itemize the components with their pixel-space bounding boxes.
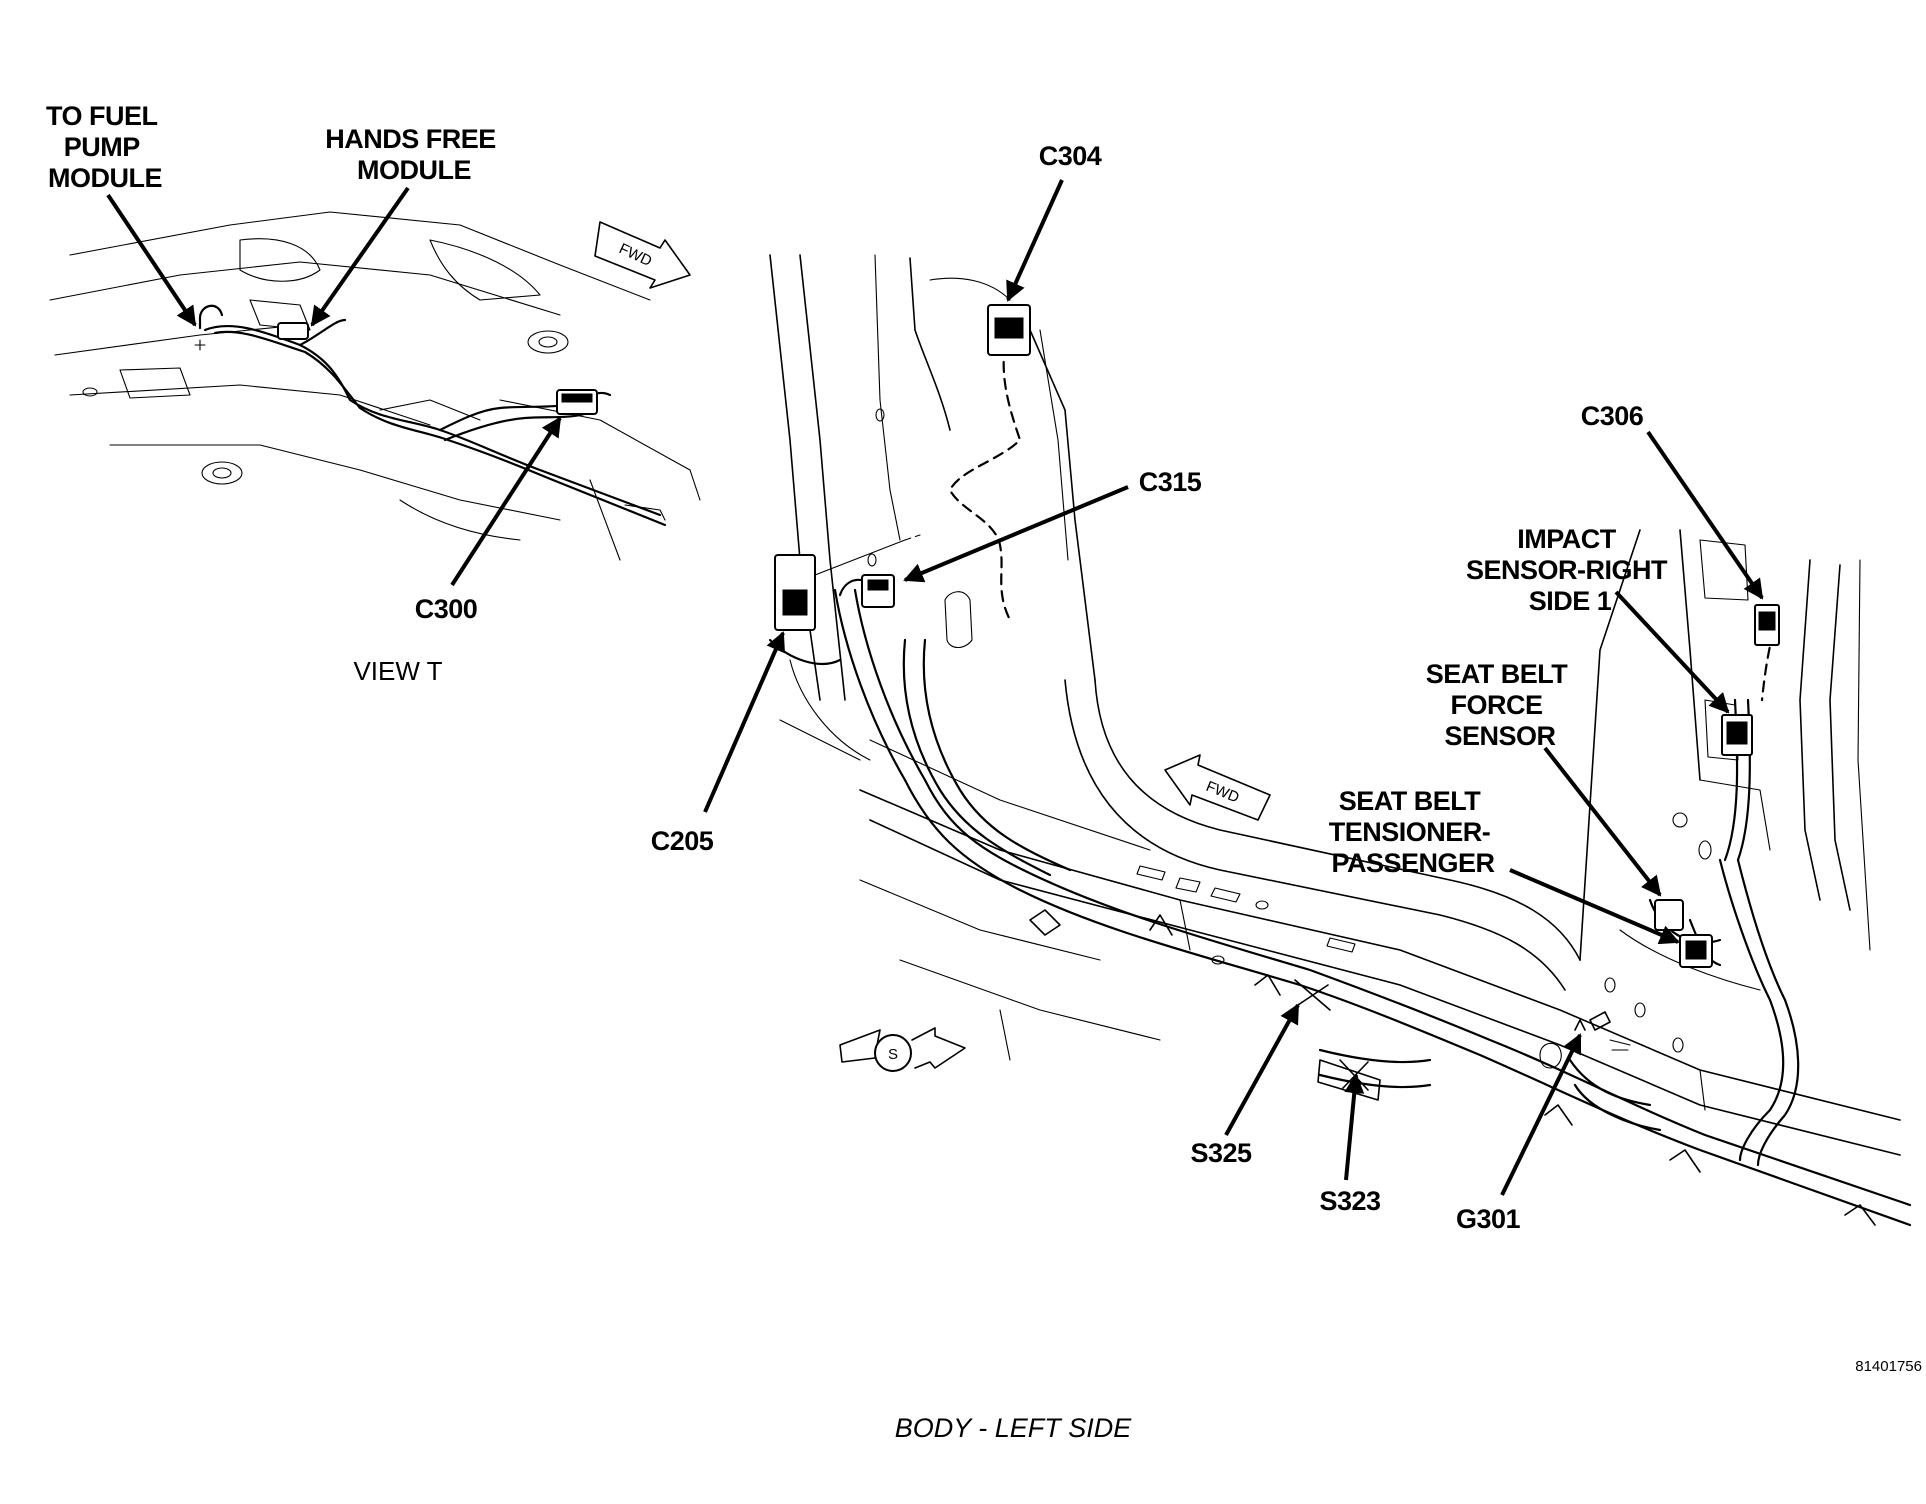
svg-text:S: S xyxy=(888,1046,898,1063)
label-impact-sensor-right-side-1: IMPACT SENSOR-RIGHT SIDE 1 xyxy=(1466,524,1674,616)
label-s325: S325 xyxy=(1190,1138,1252,1168)
hands-free-module-connector xyxy=(277,322,309,340)
label-to-fuel-pump-module: TO FUEL PUMP MODULE xyxy=(46,101,164,193)
svg-text:FWD: FWD xyxy=(616,240,654,270)
fwd-arrow-view-t: FWD xyxy=(594,221,691,289)
label-c306: C306 xyxy=(1581,401,1644,431)
label-c304: C304 xyxy=(1039,141,1102,171)
view-t-floor-pan xyxy=(49,211,701,561)
label-view-t: VIEW T xyxy=(353,656,442,686)
label-c300: C300 xyxy=(415,594,478,624)
s-direction-marker: S xyxy=(839,1027,966,1072)
diagram-caption: BODY - LEFT SIDE xyxy=(895,1413,1133,1443)
label-s323: S323 xyxy=(1319,1186,1381,1216)
leader-arrows xyxy=(106,179,1764,1196)
label-c315: C315 xyxy=(1139,467,1202,497)
body-left-side-view xyxy=(768,254,1912,1227)
seat-belt-force-sensor-connector xyxy=(1654,899,1684,931)
figure-number: 81401756 xyxy=(1855,1358,1922,1375)
label-seat-belt-force-sensor: SEAT BELT FORCE SENSOR xyxy=(1426,659,1575,751)
label-seat-belt-tensioner-passenger: SEAT BELT TENSIONER- PASSENGER xyxy=(1329,786,1498,878)
label-hands-free-module: HANDS FREE MODULE xyxy=(325,124,503,185)
label-c205: C205 xyxy=(651,826,714,856)
label-g301: G301 xyxy=(1456,1204,1521,1234)
fwd-arrow-main: FWD xyxy=(1164,754,1271,821)
